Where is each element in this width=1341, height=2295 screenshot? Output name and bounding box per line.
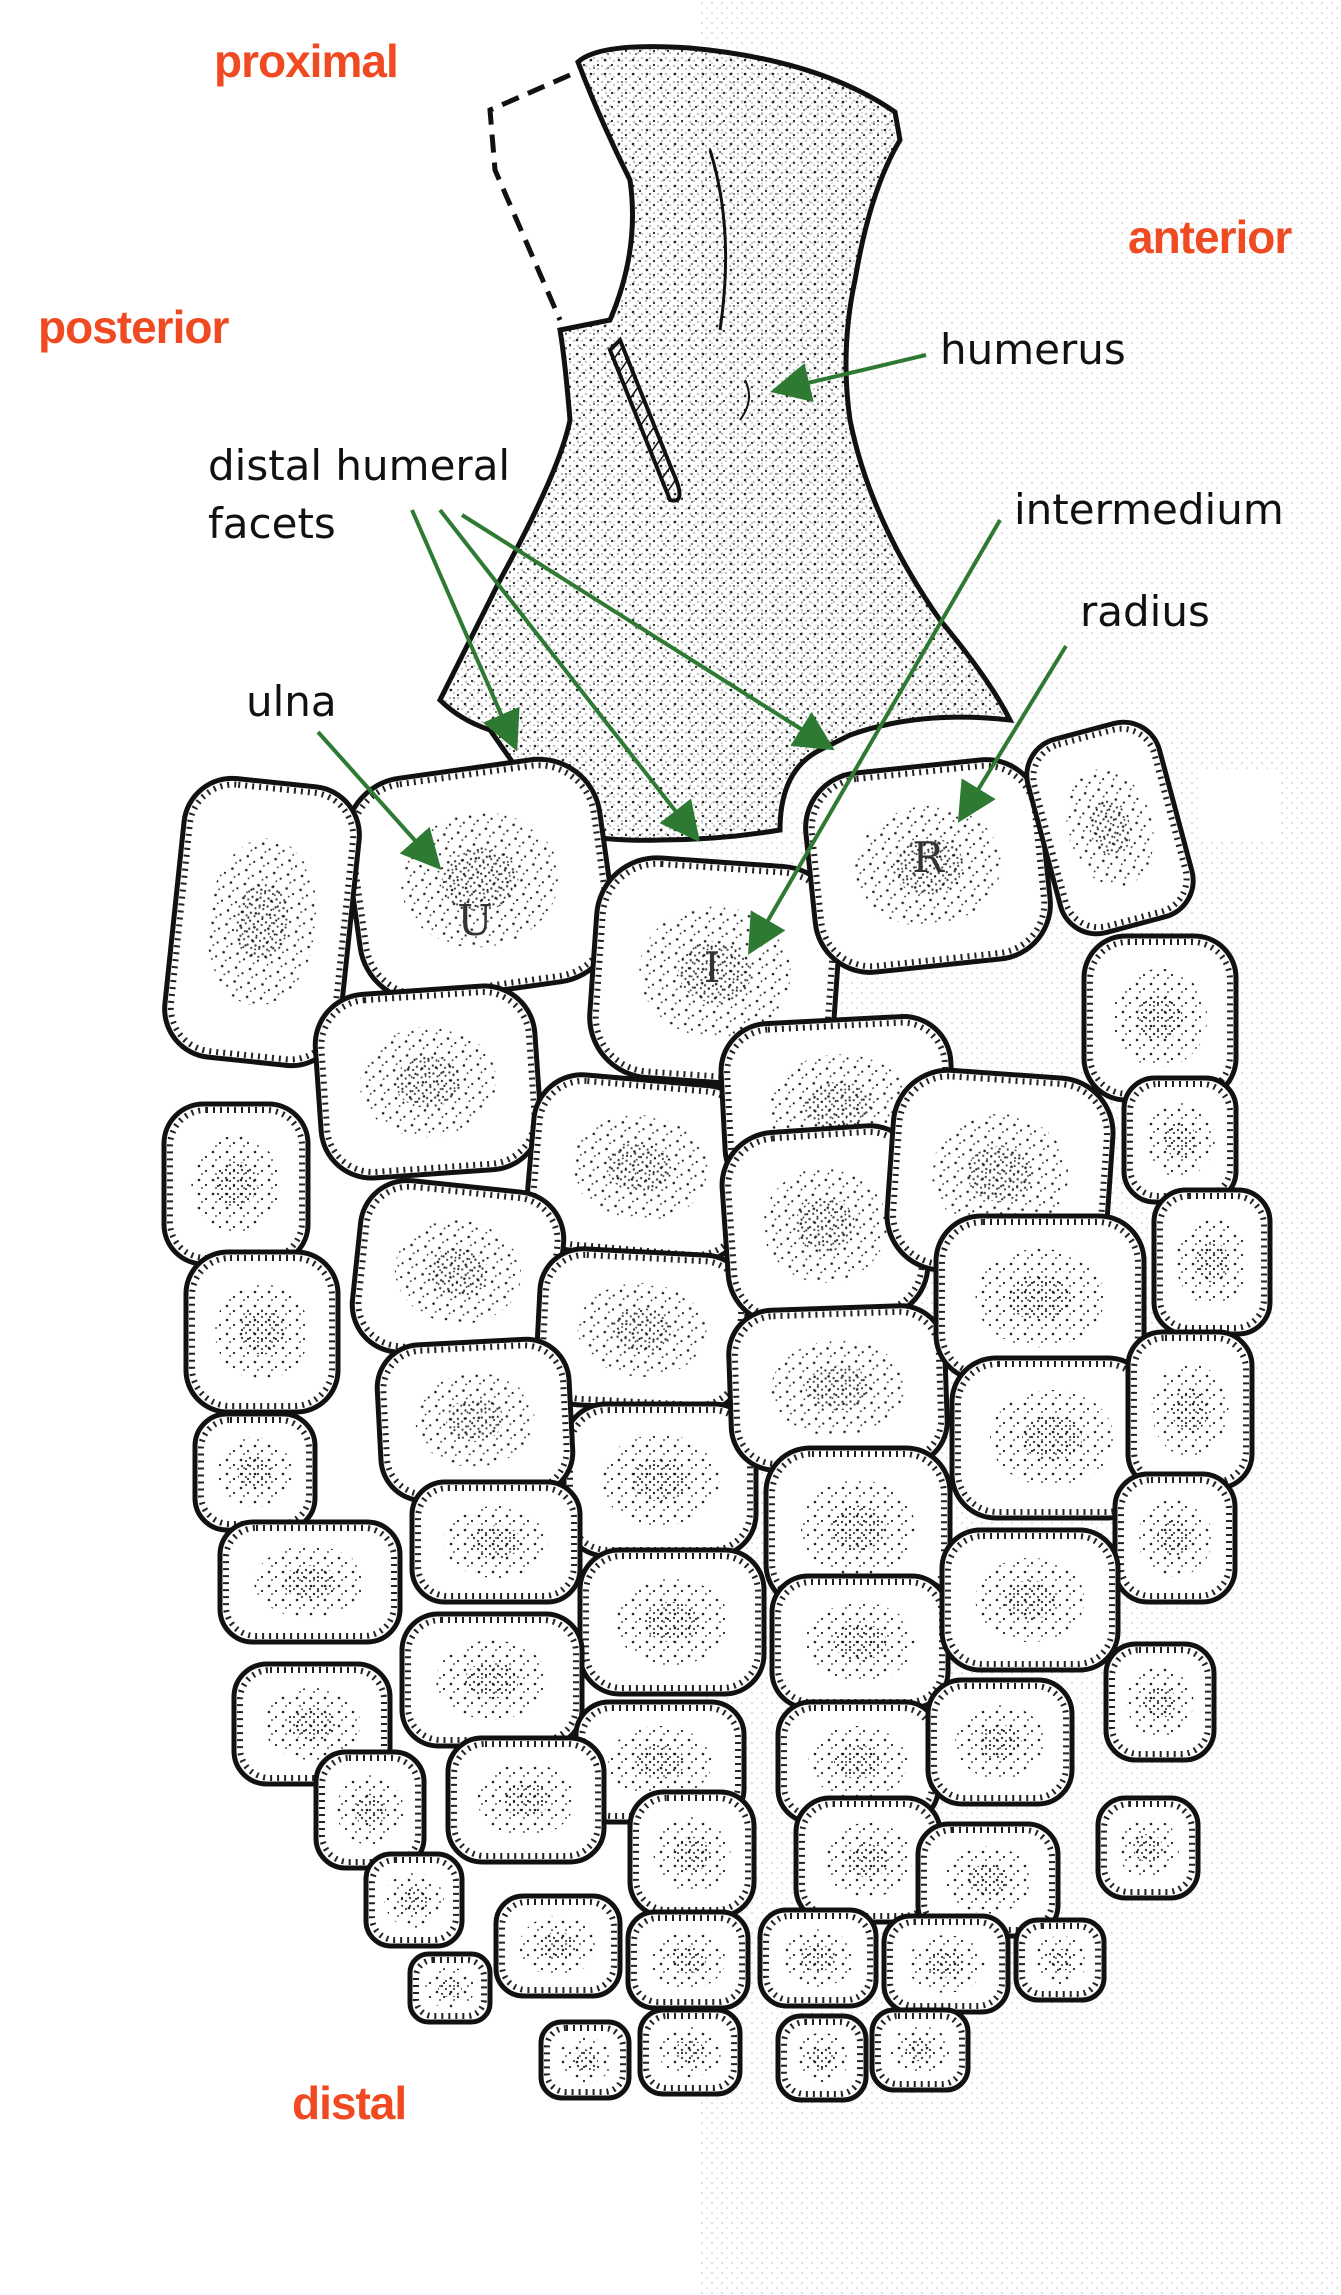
radius-label: radius xyxy=(1080,587,1210,636)
facet-leader-arrow-2 xyxy=(438,508,700,843)
phalanx-bone xyxy=(577,1547,767,1697)
humerus-label: humerus xyxy=(940,325,1126,374)
phalanx-bone xyxy=(445,1735,607,1865)
phalanx-bone xyxy=(881,1913,1011,2015)
phalanx-bone xyxy=(933,1213,1147,1383)
radius-bone-letter: R xyxy=(912,833,945,882)
phalanx-bone xyxy=(161,1101,311,1267)
intermedium-leader-arrow xyxy=(747,518,1002,955)
phalanx-bone xyxy=(1151,1187,1273,1337)
phalanx-bone xyxy=(939,1527,1121,1673)
phalanx-bone xyxy=(312,983,544,1181)
phalanx-bone xyxy=(538,2019,632,2101)
facet-leader-arrow-3 xyxy=(460,513,835,751)
phalanx-bone xyxy=(775,2013,869,2103)
phalanx-bone xyxy=(183,1249,341,1415)
phalanx-bone xyxy=(637,2007,743,2097)
phalanx-bone xyxy=(915,1821,1061,1939)
distal-humeral-facets-label-line2: facets xyxy=(208,499,336,548)
phalanx-bone xyxy=(793,1795,943,1925)
intermedium-bone-letter: I xyxy=(704,943,721,992)
posterior-label: posterior xyxy=(38,301,229,353)
phalanx-bone xyxy=(217,1519,403,1645)
phalanx-bone xyxy=(162,775,362,1069)
phalanx-bone xyxy=(374,1336,576,1504)
phalanx-bone xyxy=(1121,1075,1239,1205)
phalanx-bone xyxy=(869,2007,971,2093)
phalanx-bone xyxy=(1103,1641,1217,1763)
phalanx-bone xyxy=(1125,1329,1255,1491)
phalanx-bone xyxy=(627,1789,757,1919)
phalanx-bone xyxy=(1112,1471,1238,1605)
phalanx-bone xyxy=(1081,933,1239,1103)
leader-arrows xyxy=(316,353,1068,955)
ulna-bone-letter: U xyxy=(457,896,492,945)
phalanx-bone xyxy=(757,1907,879,2009)
radius-leader-arrow xyxy=(957,644,1068,823)
phalanx-bone xyxy=(1095,1795,1201,1901)
white-patch xyxy=(1198,770,1280,842)
phalanx-bone xyxy=(399,1611,585,1749)
phalanx-bone xyxy=(407,1951,493,2025)
distal-label: distal xyxy=(292,2077,407,2129)
phalanx-bone xyxy=(625,1909,751,2011)
phalanx-bone xyxy=(343,756,617,1004)
phalanx-bone xyxy=(769,1573,951,1711)
phalanx-bone xyxy=(192,1411,318,1533)
proximal-label: proximal xyxy=(214,35,399,87)
phalanx-bone xyxy=(409,1479,583,1605)
ulna-label: ulna xyxy=(246,677,337,726)
phalanx-bone xyxy=(775,1699,941,1825)
phalanx-bones xyxy=(161,719,1273,2103)
phalanx-bone xyxy=(1024,719,1196,937)
phalanx-bone xyxy=(763,1445,953,1611)
humerus-leader-arrow xyxy=(770,353,927,403)
phalanx-bone xyxy=(349,1177,567,1367)
phalanx-bone xyxy=(524,1072,756,1264)
phalanx-bone xyxy=(925,1677,1075,1807)
distal-humeral-facets-label-line1: distal humeral xyxy=(208,441,511,490)
phalanx-bone xyxy=(561,1401,759,1559)
humerus-bone xyxy=(436,44,1015,843)
phalanx-bone xyxy=(363,1851,465,1949)
ulna-leader-arrow xyxy=(316,730,442,870)
facet-leader-arrow-1 xyxy=(410,509,520,752)
phalanx-bone xyxy=(493,1893,623,1999)
phalanx-bone xyxy=(1013,1917,1107,2003)
anterior-label: anterior xyxy=(1128,211,1292,263)
phalanx-bone xyxy=(313,1749,427,1871)
intermedium-label: intermedium xyxy=(1014,485,1284,534)
